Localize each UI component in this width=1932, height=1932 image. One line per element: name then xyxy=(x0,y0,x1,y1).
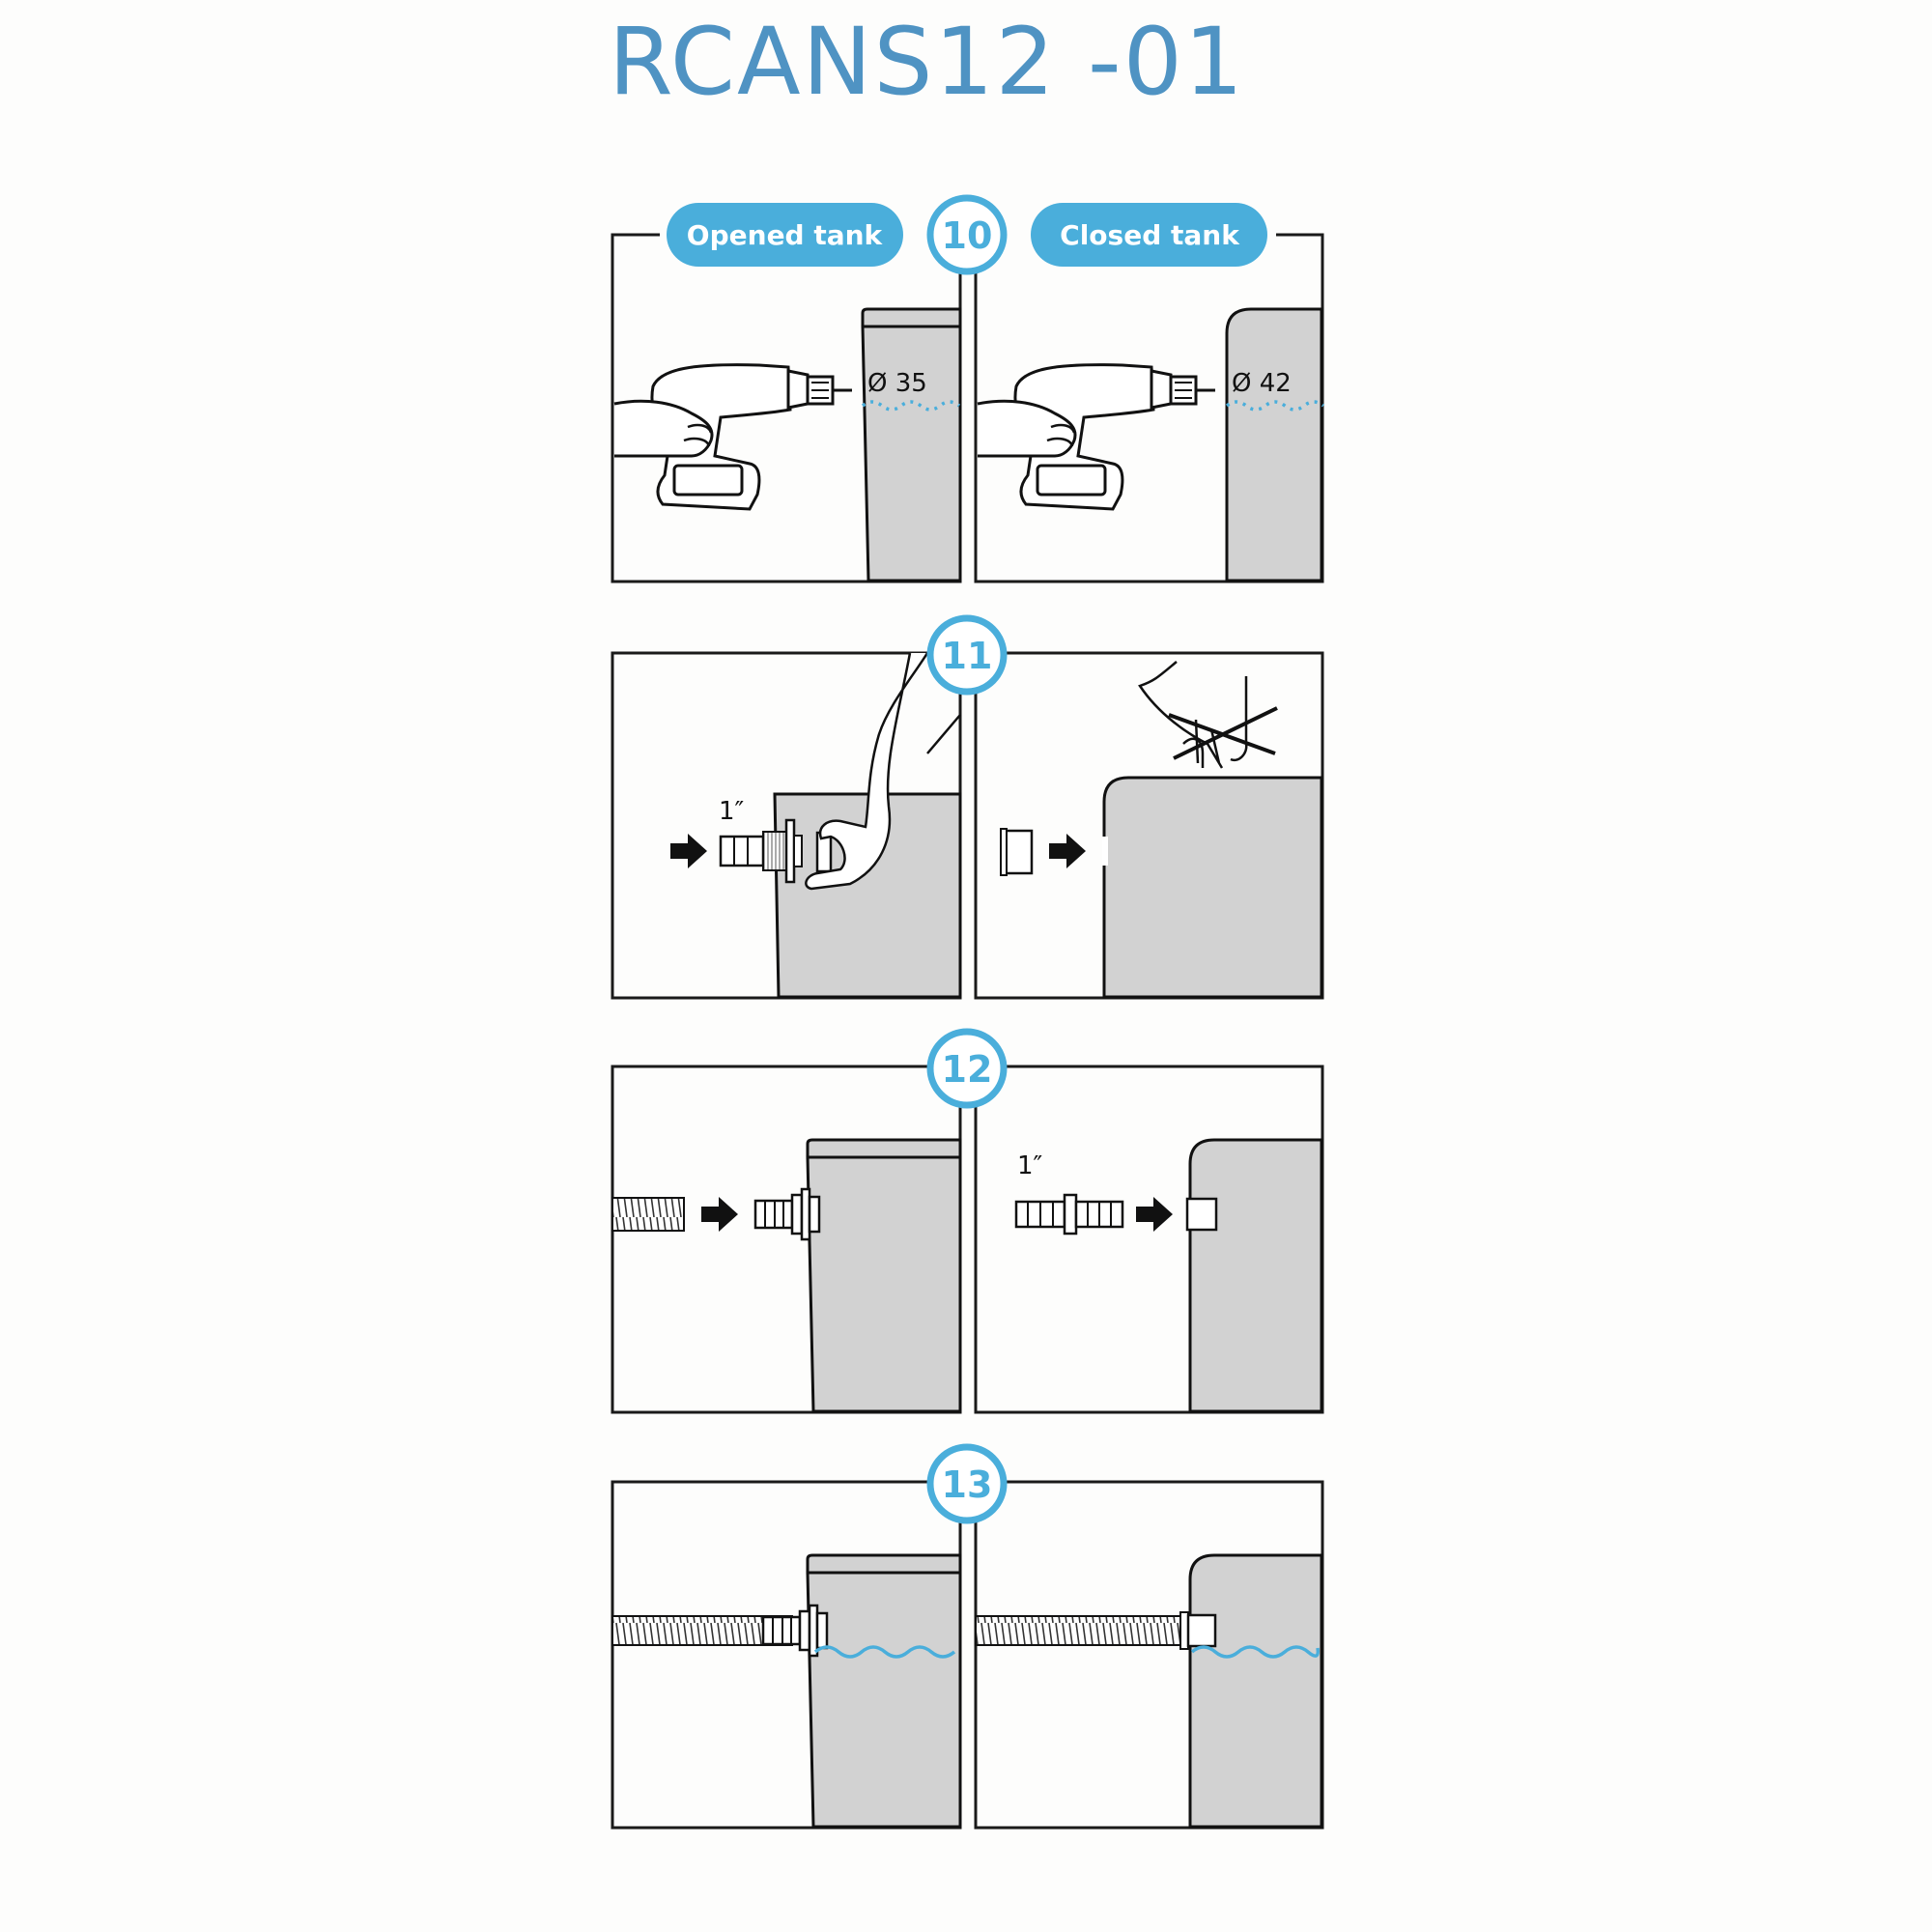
closed-tank-panel xyxy=(1000,661,1323,999)
opened-tank-panel xyxy=(611,1553,962,1829)
closed-tank-panel: 1″ xyxy=(1014,1138,1323,1413)
closed-tank-pill xyxy=(1031,203,1267,267)
step-number: 12 xyxy=(942,1048,993,1091)
step-number: 11 xyxy=(942,635,993,677)
arrow-right-icon xyxy=(701,1197,738,1232)
water-level xyxy=(1225,400,1325,412)
plug-icon xyxy=(1186,1613,1217,1648)
water-level xyxy=(861,400,961,412)
opened-tank-pill xyxy=(667,203,903,267)
closed-tank-label: Closed tank xyxy=(1060,219,1240,251)
connector-icon xyxy=(1014,1193,1124,1236)
plug-icon xyxy=(1185,1197,1218,1232)
water-level xyxy=(813,1645,956,1659)
step-number: 10 xyxy=(942,214,993,257)
size-label: 1″ xyxy=(1017,1151,1043,1180)
step-badge xyxy=(926,1443,1008,1524)
step-12: 1″ 12 xyxy=(611,1028,1324,1414)
closed-tank-panel xyxy=(975,1553,1323,1829)
step-badge xyxy=(926,614,1008,696)
page-title: RCANS12 -01 xyxy=(609,8,1245,116)
step-11: 1″ xyxy=(611,614,1324,1000)
fitting-icon xyxy=(719,818,803,884)
opened-tank-panel: Ø 35 xyxy=(612,307,962,582)
step-number: 13 xyxy=(942,1463,993,1506)
diameter-label: Ø 35 xyxy=(867,369,927,398)
fitting-icon xyxy=(753,1187,821,1241)
cross-icon xyxy=(1168,706,1278,760)
step-13: 13 xyxy=(611,1443,1324,1830)
step-10: Ø 35 Ø 42 Opened tank Closed tank 10 xyxy=(611,194,1325,583)
arrow-right-icon xyxy=(1049,834,1086,868)
drill-icon xyxy=(976,363,1217,511)
hand-icon xyxy=(805,652,929,891)
arrow-right-icon xyxy=(670,834,707,868)
hose-icon xyxy=(611,1197,685,1232)
step-badge xyxy=(926,194,1008,275)
size-label: 1″ xyxy=(719,797,745,826)
drill-icon xyxy=(612,363,854,511)
water-level xyxy=(1190,1645,1321,1659)
hose-icon xyxy=(975,1615,1181,1646)
diameter-label: Ø 42 xyxy=(1232,369,1292,398)
opened-tank-panel xyxy=(611,1138,962,1413)
fitting-icon xyxy=(761,1604,829,1658)
closed-tank-panel: Ø 42 xyxy=(976,307,1325,582)
opened-tank-label: Opened tank xyxy=(687,219,884,251)
arrow-right-icon xyxy=(1136,1197,1173,1232)
step-badge xyxy=(926,1028,1008,1109)
hand-icon xyxy=(1138,661,1248,769)
opened-tank-panel: 1″ xyxy=(670,652,962,999)
